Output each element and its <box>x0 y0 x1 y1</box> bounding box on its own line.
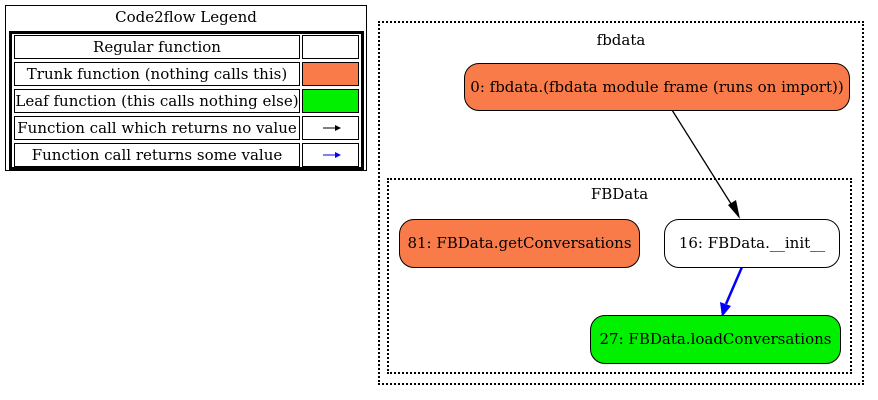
cluster-label-module: fbdata <box>596 31 646 49</box>
node-module-frame[interactable]: 0: fbdata.(fbdata module frame (runs on … <box>464 63 850 111</box>
cluster-class: FBData <box>387 178 852 374</box>
legend-swatch-regular <box>302 35 359 59</box>
legend-swatch-trunk <box>302 62 359 86</box>
legend-row-returns-value: Function call returns some value <box>12 142 361 168</box>
legend-row-trunk: Trunk function (nothing calls this) <box>12 61 361 87</box>
arrow-right-icon <box>323 125 341 131</box>
legend-label-returns-value: Function call returns some value <box>14 143 300 167</box>
cluster-module: fbdata <box>378 21 864 385</box>
legend-table: Regular function Trunk function (nothing… <box>9 31 364 170</box>
legend-row-leaf: Leaf function (this calls nothing else) <box>12 88 361 114</box>
legend-label-no-return: Function call which returns no value <box>14 116 300 140</box>
legend-label-trunk: Trunk function (nothing calls this) <box>14 62 300 86</box>
node-load-conversations[interactable]: 27: FBData.loadConversations <box>590 315 841 364</box>
legend-title: Code2flow Legend <box>115 8 257 26</box>
legend: Code2flow Legend Regular function Trunk … <box>5 5 367 171</box>
node-label-init: 16: FBData.__init__ <box>678 234 826 252</box>
cluster-label-class: FBData <box>590 185 649 203</box>
node-init[interactable]: 16: FBData.__init__ <box>664 219 840 268</box>
legend-row-regular: Regular function <box>12 34 361 60</box>
arrow-right-icon <box>323 152 341 158</box>
node-label-get-conversations: 81: FBData.getConversations <box>407 234 632 252</box>
legend-label-regular: Regular function <box>14 35 300 59</box>
node-get-conversations[interactable]: 81: FBData.getConversations <box>399 219 640 268</box>
legend-row-no-return: Function call which returns no value <box>12 115 361 141</box>
legend-swatch-returns-value <box>302 143 359 167</box>
legend-swatch-leaf <box>302 89 359 113</box>
node-label-module-frame: 0: fbdata.(fbdata module frame (runs on … <box>470 78 844 96</box>
legend-label-leaf: Leaf function (this calls nothing else) <box>14 89 300 113</box>
legend-swatch-no-return <box>302 116 359 140</box>
node-label-load-conversations: 27: FBData.loadConversations <box>599 330 832 348</box>
